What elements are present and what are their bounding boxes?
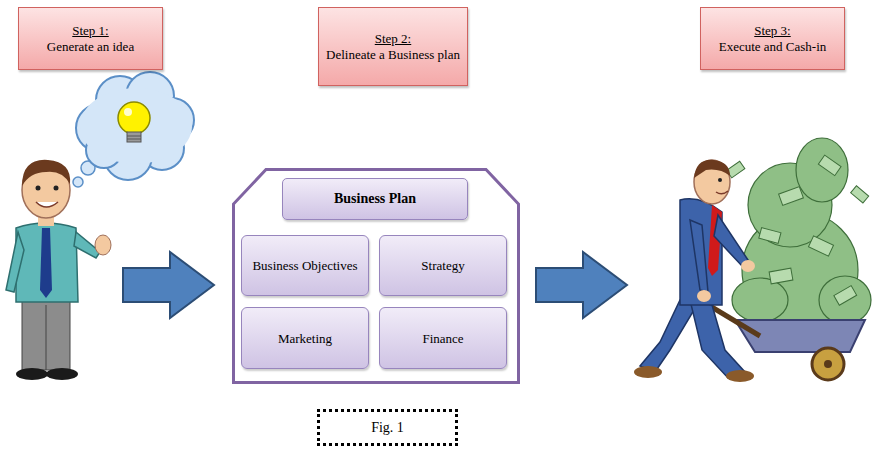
caption-box: Fig. 1 — [317, 409, 458, 446]
pentagon-shape — [234, 170, 519, 383]
section-label: Marketing — [278, 330, 332, 347]
plan-section-box: Finance — [379, 307, 507, 369]
step-description: Generate an idea — [47, 39, 134, 55]
figure-caption: Fig. 1 — [371, 420, 404, 436]
light-bulb — [118, 102, 150, 142]
plan-section-box: Business Objectives — [241, 235, 369, 296]
section-label: Finance — [422, 330, 463, 347]
section-label: Business Objectives — [252, 257, 357, 274]
plan-section-box: Marketing — [241, 307, 369, 369]
step-box: Step 2:Delineate a Business plan — [318, 7, 468, 86]
plan-section-box: Strategy — [379, 235, 507, 296]
step-label: Step 1: — [72, 23, 108, 39]
flow-arrow — [123, 252, 214, 318]
step-box: Step 3:Execute and Cash-in — [700, 7, 845, 70]
idea-man — [6, 160, 111, 380]
step-box: Step 1:Generate an idea — [18, 7, 163, 70]
plan-heading: Business Plan — [282, 178, 468, 220]
cash-wheelbarrow — [634, 138, 871, 382]
flow-arrow — [536, 252, 627, 318]
step-label: Step 3: — [754, 23, 790, 39]
section-label: Strategy — [421, 257, 464, 274]
plan-container: Business PlanBusiness Objectives Strategy… — [232, 168, 520, 384]
thought-bubble — [73, 72, 194, 187]
step-description: Delineate a Business plan — [326, 47, 460, 63]
step-label: Step 2: — [375, 31, 411, 47]
step-description: Execute and Cash-in — [719, 39, 827, 55]
